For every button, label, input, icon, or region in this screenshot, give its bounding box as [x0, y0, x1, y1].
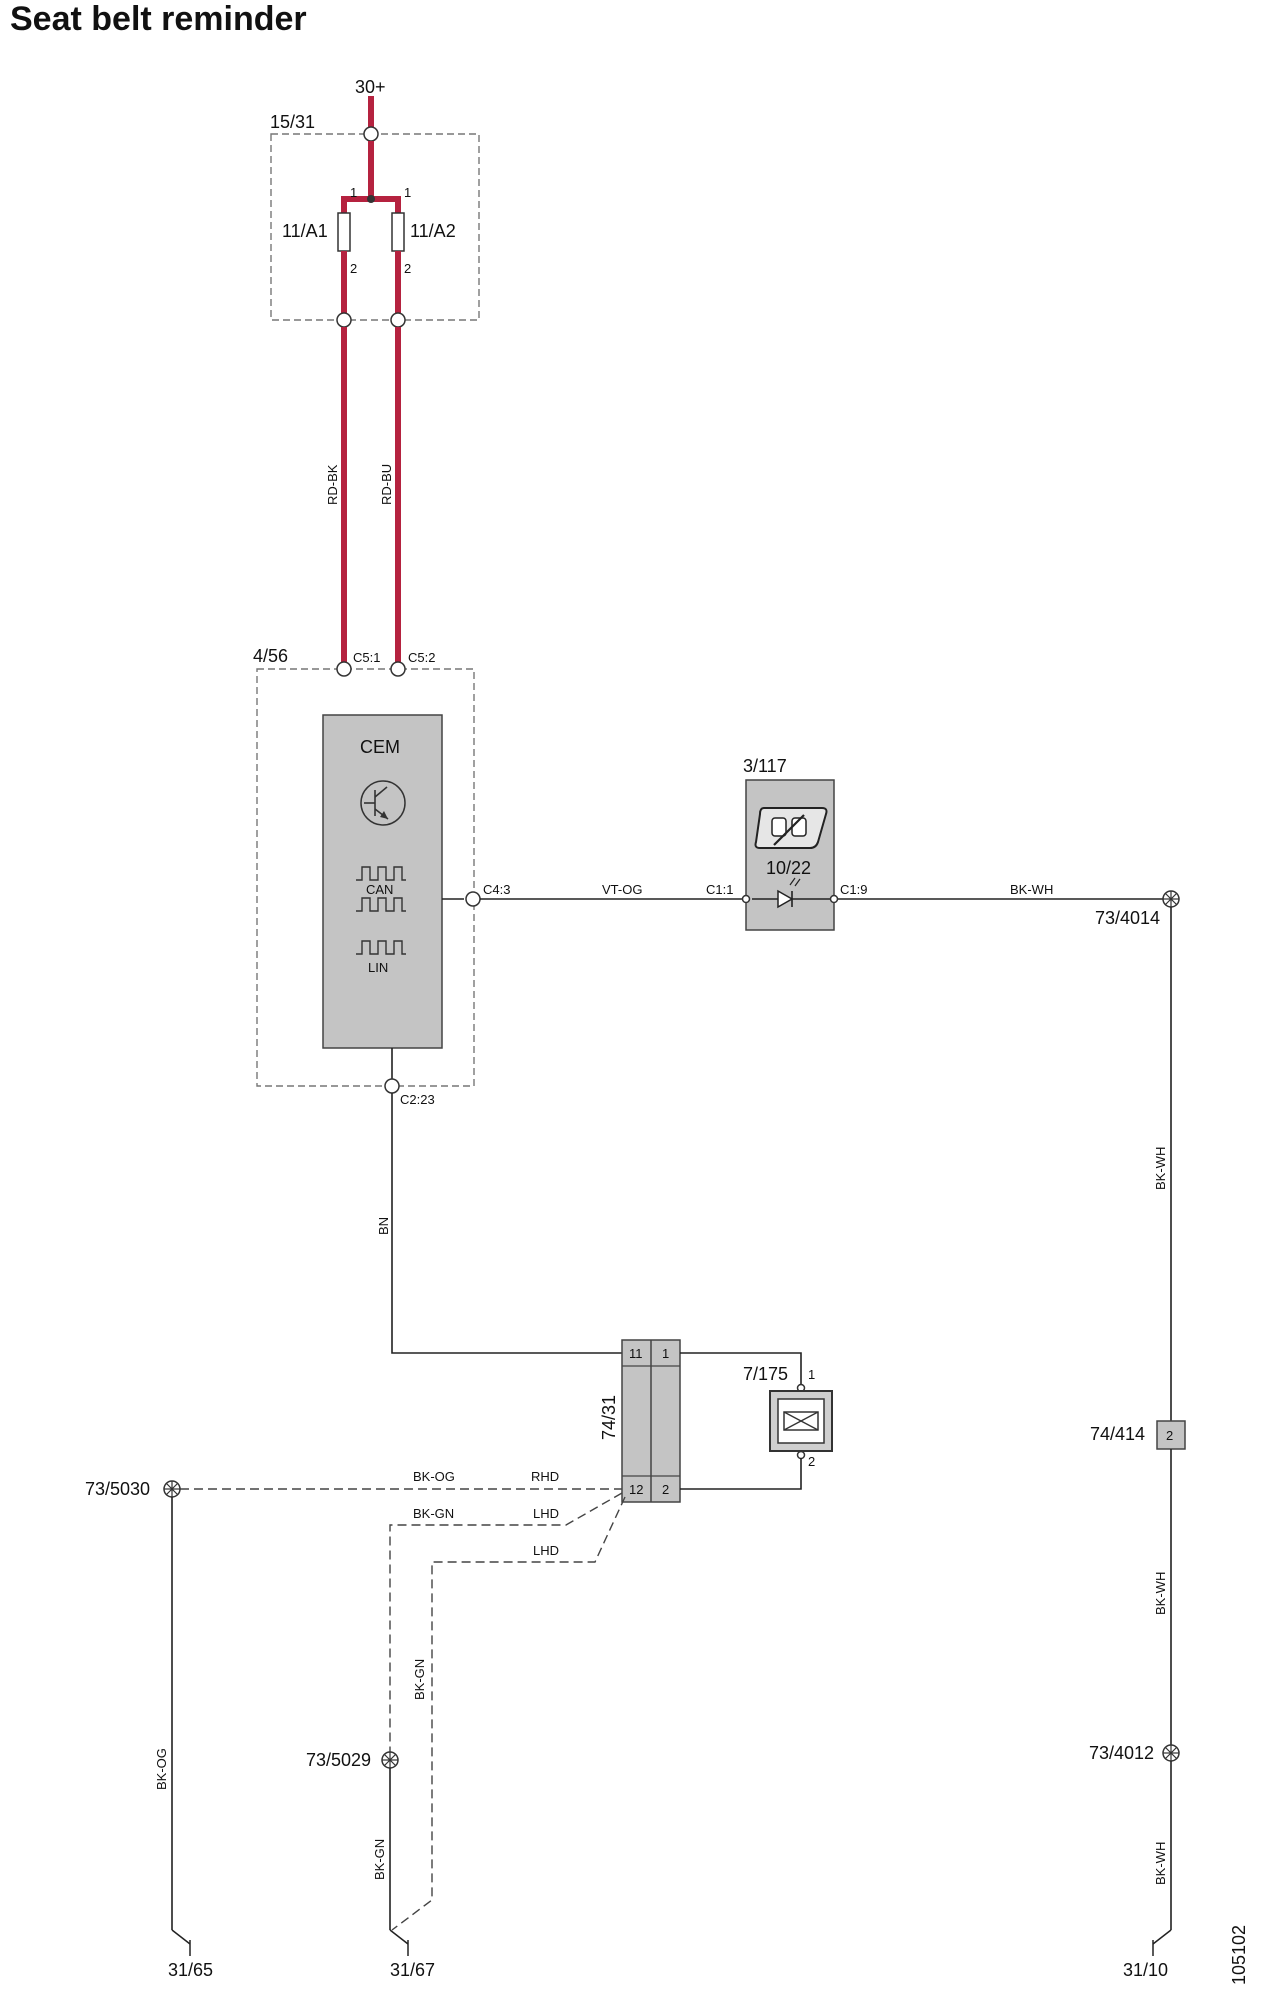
fuse-a1-pin-in: 1 [350, 185, 357, 200]
wire-sensor-to-block-2 [680, 1458, 802, 1490]
block-pin-12: 12 [629, 1482, 643, 1497]
pin-c5-2-label: C5:2 [408, 650, 435, 665]
pin-c5-2 [390, 661, 406, 677]
ground-31-65-label: 31/65 [168, 1960, 213, 1980]
control-module-label: 4/56 [253, 646, 288, 666]
page-title: Seat belt reminder [10, 0, 307, 38]
transistor-icon [360, 780, 406, 826]
wire-bn-label: BN [376, 1217, 391, 1235]
wire-bk-og-label: BK-OG [413, 1469, 455, 1484]
connector-414-label: 74/414 [1090, 1424, 1145, 1444]
sensor-pin-2 [796, 1450, 806, 1460]
wire-lhd-label-2: LHD [533, 1543, 559, 1558]
wire-bk-gn-lhd-2 [391, 1496, 626, 1931]
fuse-a2-feed [371, 196, 401, 213]
fuse-a2-body [391, 212, 405, 252]
ground-31-10-label: 31/10 [1123, 1960, 1168, 1980]
splice-5030-icon [163, 1480, 181, 1498]
indicator-ref-label: 3/117 [743, 756, 787, 776]
block-pin-11: 11 [629, 1346, 643, 1361]
fuse-a1-label: 11/A1 [282, 221, 328, 241]
can-bus-icon [356, 866, 406, 912]
pin-c1-9 [829, 894, 839, 904]
fuse-a1-body [337, 212, 351, 252]
pin-c1-1-label: C1:1 [706, 882, 733, 897]
wire-bk-wh-right-3-label: BK-WH [1153, 1842, 1168, 1885]
connector-4012-label: 73/4012 [1089, 1743, 1154, 1763]
fuse-junction [367, 195, 375, 203]
wire-bk-wh-right-2-label: BK-WH [1153, 1572, 1168, 1615]
lin-bus-icon [356, 940, 406, 955]
connector-5029-label: 73/5029 [306, 1750, 371, 1770]
ground-31-65-icon [171, 1929, 191, 1956]
connector-414-pin: 2 [1166, 1428, 1173, 1443]
fuse-a2-pin-in: 1 [404, 185, 411, 200]
pin-c5-1-label: C5:1 [353, 650, 380, 665]
wire-bk-gn-label: BK-GN [413, 1506, 454, 1521]
buckle-switch-icon [783, 1411, 819, 1431]
fuse-box-label: 15/31 [270, 112, 315, 132]
seatbelt-icon [754, 807, 828, 849]
wire-bk-wh-top-label: BK-WH [1010, 882, 1053, 897]
wire-bk-gn-lhd-1 [389, 1492, 623, 1752]
control-module-box [256, 668, 475, 1087]
lin-label: LIN [368, 960, 388, 975]
splice-5029-icon [381, 1751, 399, 1769]
wire-rd-bk-label: RD-BK [325, 464, 340, 505]
wire-bn [391, 1093, 622, 1354]
wire-bk-gn-lhd-2-label: BK-GN [412, 1659, 427, 1700]
connector-5030-label: 73/5030 [85, 1479, 150, 1499]
pin-c2-23-label: C2:23 [400, 1092, 435, 1107]
sensor-label: 7/175 [743, 1364, 788, 1384]
fuse-a1-feed [341, 141, 374, 213]
splice-4014-icon [1162, 890, 1180, 908]
cem-label: CEM [360, 737, 400, 757]
fuse-a2-label: 11/A2 [410, 221, 456, 241]
wire-block-to-sensor-1 [680, 1352, 802, 1385]
block-pin-1: 1 [662, 1346, 669, 1361]
wire-vt-og-label: VT-OG [602, 882, 642, 897]
document-id: 105102 [1229, 1925, 1249, 1985]
sensor-pin-2-label: 2 [808, 1454, 815, 1469]
fuse-a1-pin-out: 2 [350, 261, 357, 276]
ground-31-67-label: 31/67 [390, 1960, 435, 1980]
can-label: CAN [366, 882, 393, 897]
fuse-a1-terminal [336, 312, 352, 328]
indicator-lamp-label: 10/22 [766, 858, 811, 878]
wire-rd-bu-label: RD-BU [379, 464, 394, 505]
cem-module [322, 714, 443, 1049]
pin-c2-23 [384, 1078, 400, 1094]
wire-bk-gn-down-label: BK-GN [372, 1839, 387, 1880]
ground-31-67-icon [389, 1929, 409, 1956]
sensor-pin-1-label: 1 [808, 1367, 815, 1382]
pin-c4-3-label: C4:3 [483, 882, 510, 897]
pin-c1-1 [741, 894, 751, 904]
wire-bk-og-down-label: BK-OG [154, 1748, 169, 1790]
supply-terminal [363, 126, 379, 142]
fuse-a2-terminal [390, 312, 406, 328]
ground-31-10-icon [1152, 1929, 1172, 1956]
indicator-module [745, 779, 835, 931]
pin-c5-1 [336, 661, 352, 677]
pin-c1-9-label: C1:9 [840, 882, 867, 897]
splice-4012-icon [1162, 1744, 1180, 1762]
connector-block-label: 74/31 [599, 1395, 619, 1440]
supply-label: 30+ [355, 77, 386, 97]
wire-rhd-label: RHD [531, 1469, 559, 1484]
fuse-a2-pin-out: 2 [404, 261, 411, 276]
connector-4014-label: 73/4014 [1095, 908, 1160, 928]
wire-lhd-label-1: LHD [533, 1506, 559, 1521]
pin-c4-3 [465, 891, 481, 907]
block-pin-2: 2 [662, 1482, 669, 1497]
wire-bk-wh-right-1-label: BK-WH [1153, 1147, 1168, 1190]
led-icon [752, 877, 830, 909]
